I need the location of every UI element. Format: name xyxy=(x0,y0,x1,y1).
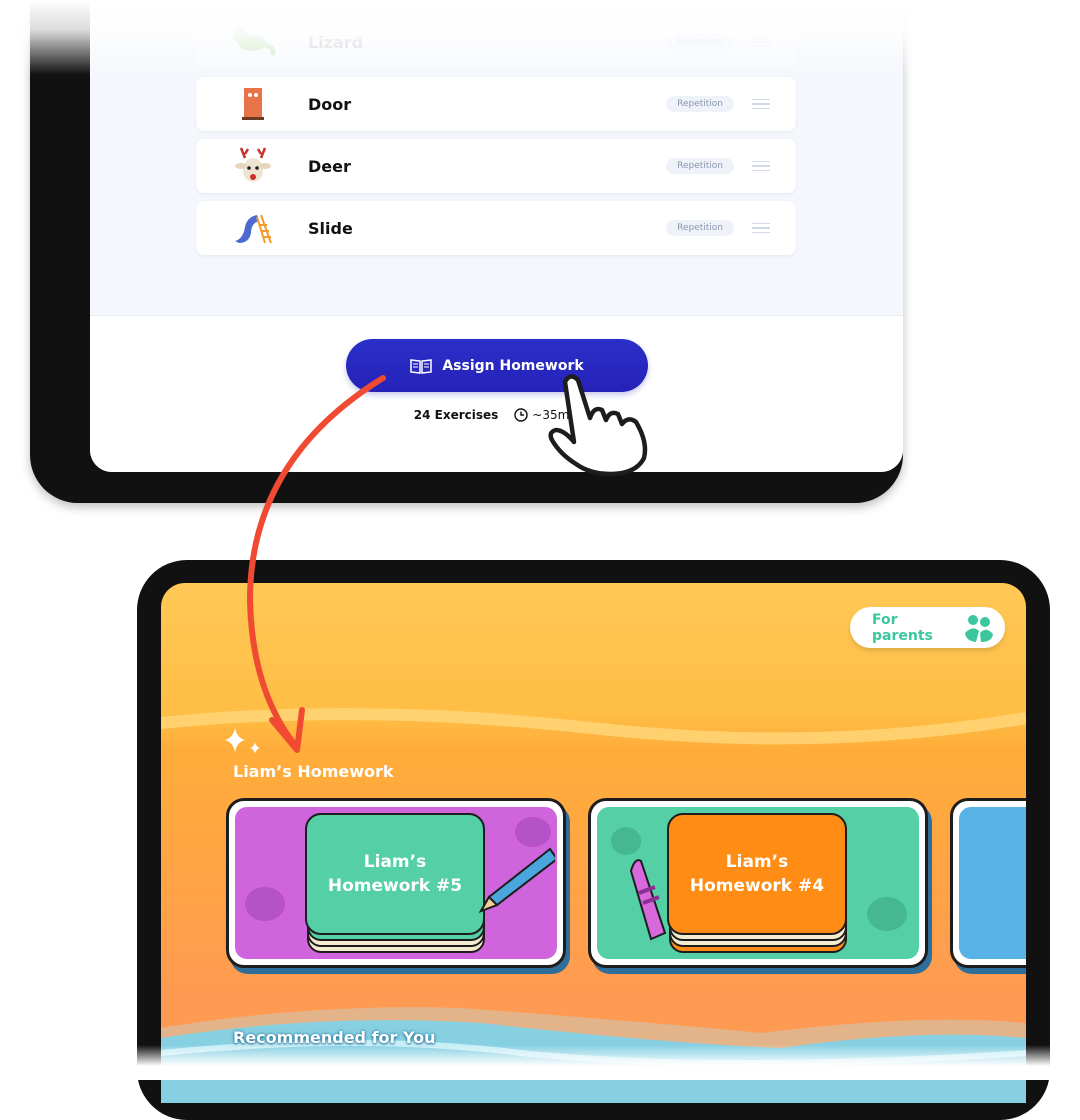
exercise-type-badge: Repetition xyxy=(666,158,734,174)
homework-section-title: Liam’s Homework xyxy=(233,762,394,781)
crayon-icon xyxy=(629,859,667,941)
assign-homework-button[interactable]: Assign Homework xyxy=(346,339,648,392)
drag-handle-icon[interactable] xyxy=(752,220,770,237)
exercise-type-badge: Repetition xyxy=(666,220,734,236)
exercise-row-lizard[interactable]: Lizard Repetition xyxy=(196,15,796,69)
assign-homework-label: Assign Homework xyxy=(442,357,584,374)
pencil-icon xyxy=(478,847,555,913)
teacher-tablet: Lizard Repetition Door Repetition Deer R… xyxy=(30,0,903,503)
exercise-type-badge: Repetition xyxy=(666,96,734,112)
exercise-row-deer[interactable]: Deer Repetition xyxy=(196,139,796,193)
pointing-hand-icon xyxy=(548,374,648,477)
lizard-icon xyxy=(228,22,278,62)
recommended-title: Recommended for You xyxy=(233,1028,436,1047)
for-parents-button[interactable]: For parents xyxy=(850,607,1005,648)
drag-handle-icon[interactable] xyxy=(752,96,770,113)
exercise-count: 24 Exercises xyxy=(413,408,499,422)
homework-card[interactable] xyxy=(950,798,1026,968)
exercise-name: Door xyxy=(308,94,352,114)
bottom-fade xyxy=(0,1045,1080,1080)
sparkle-icon xyxy=(225,728,260,754)
drag-handle-icon[interactable] xyxy=(752,158,770,175)
slide-icon xyxy=(228,208,278,248)
teacher-screen: Lizard Repetition Door Repetition Deer R… xyxy=(90,0,903,472)
exercise-type-badge: Repetition xyxy=(666,34,734,50)
deer-icon xyxy=(228,146,278,186)
door-icon xyxy=(228,84,278,124)
exercise-name: Slide xyxy=(308,218,353,238)
clock-icon xyxy=(514,408,528,422)
exercise-name: Deer xyxy=(308,156,351,176)
exercise-row-slide[interactable]: Slide Repetition xyxy=(196,201,796,255)
exercise-row-door[interactable]: Door Repetition xyxy=(196,77,796,131)
parents-icon xyxy=(964,614,993,642)
for-parents-label: For parents xyxy=(872,611,933,644)
exercise-name: Lizard xyxy=(308,32,364,52)
drag-handle-icon[interactable] xyxy=(752,34,770,51)
open-book-icon xyxy=(410,358,433,374)
